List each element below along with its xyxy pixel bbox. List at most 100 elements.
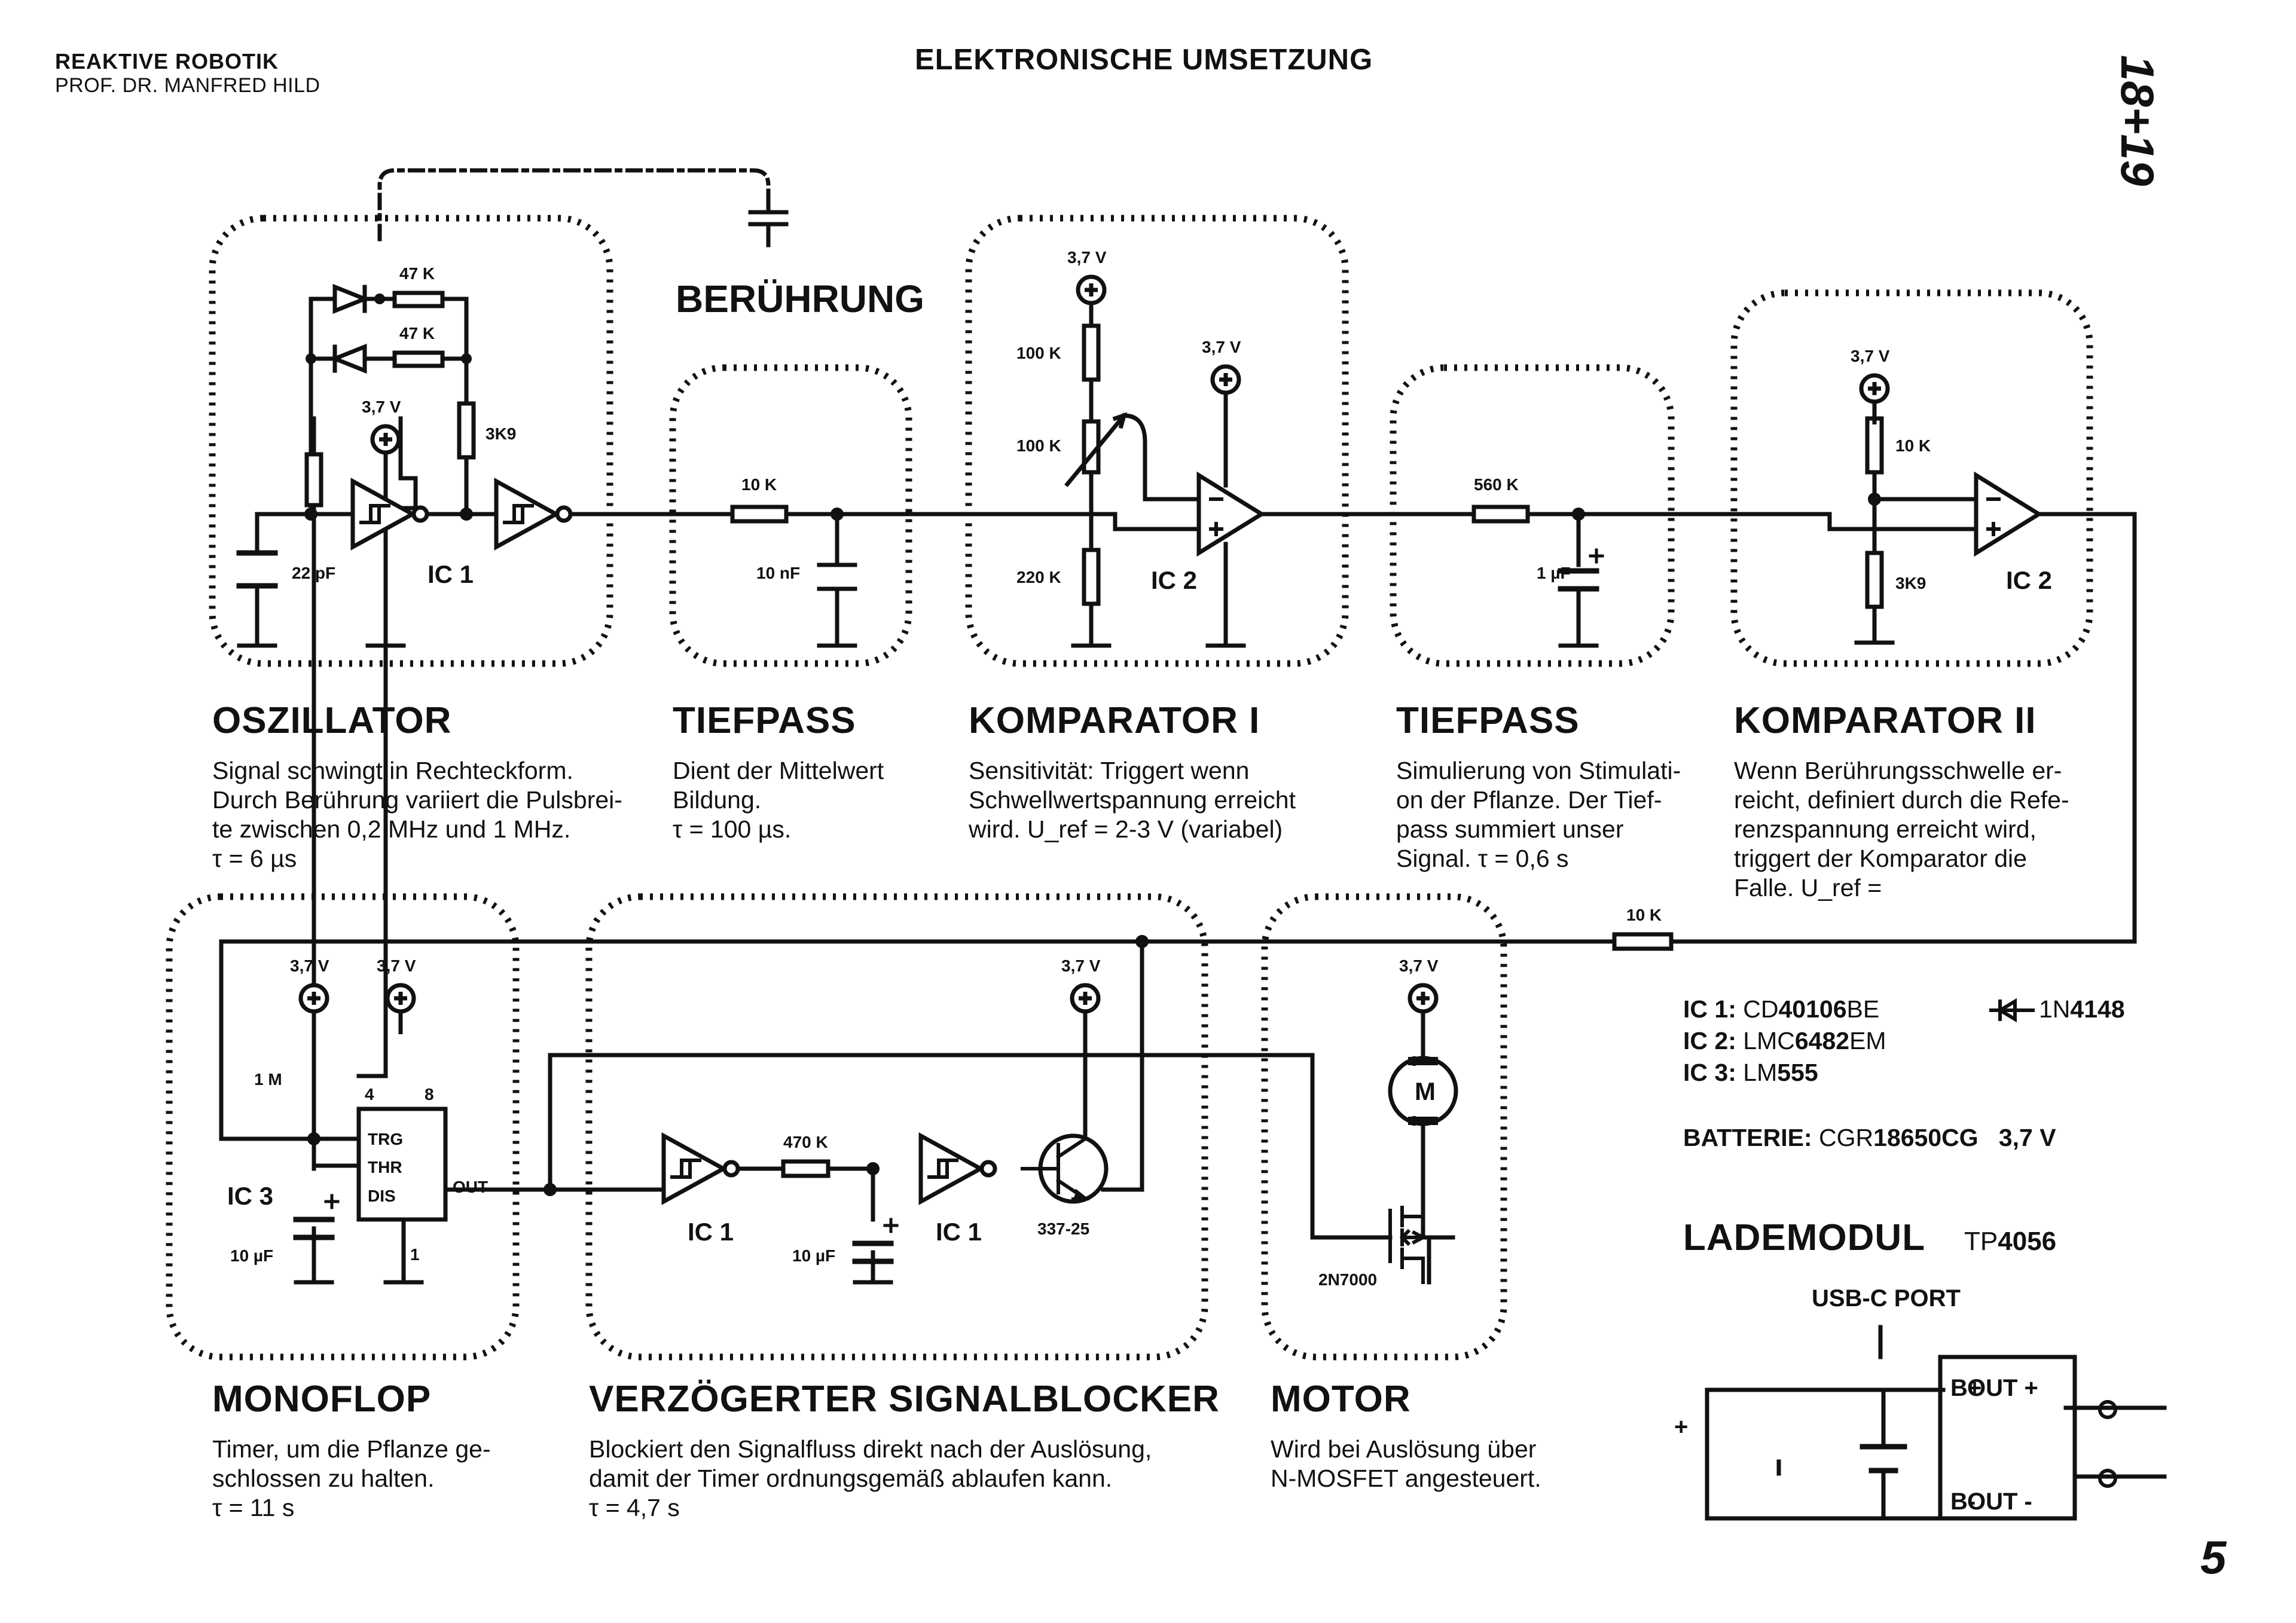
capacitor-1uf <box>1558 568 1599 592</box>
opamp-ic2-a <box>1196 471 1266 557</box>
diode-a <box>332 283 371 314</box>
resistor-47k-a <box>392 291 445 308</box>
desc-oszillator: Signal schwingt in Rechteckform. Durch B… <box>212 757 622 872</box>
diode-b <box>329 343 367 374</box>
label-470k: 470 K <box>783 1133 828 1151</box>
label-v37-motor: 3,7 V <box>1399 956 1439 975</box>
label-v37-osc: 3,7 V <box>362 398 401 416</box>
gate-oszillator-1 <box>350 478 417 551</box>
label-10uf-b: 10 µF <box>792 1246 835 1265</box>
resistor-10k-c <box>1612 932 1674 951</box>
resistor-560k <box>1471 505 1530 524</box>
lade-bplus: B+ <box>1950 1375 1981 1401</box>
title-beruehrung: BERÜHRUNG <box>676 277 924 320</box>
resistor-10k-a <box>730 505 789 524</box>
desc-komparator1: Sensitivität: Triggert wenn Schwellwerts… <box>969 757 1296 843</box>
label-3k9-a: 3K9 <box>486 424 516 443</box>
label-10k-b: 10 K <box>1895 436 1931 455</box>
lademodul-chip: TP4056 <box>1964 1227 2057 1256</box>
gate-blocker-2 <box>918 1132 985 1205</box>
title-oszillator: OSZILLATOR <box>212 700 452 741</box>
label-ic1-sb1: IC 1 <box>688 1218 734 1246</box>
label-1m: 1 M <box>254 1070 282 1089</box>
desc-monoflop: Timer, um die Pflanze ge- schlossen zu h… <box>212 1435 491 1521</box>
label-trg: TRG <box>368 1130 403 1148</box>
label-v37-k1b: 3,7 V <box>1202 338 1241 356</box>
label-3k9-b: 3K9 <box>1895 574 1926 592</box>
label-47k-a: 47 K <box>399 264 435 283</box>
label-thr: THR <box>368 1158 402 1176</box>
label-ic2-k1: IC 2 <box>1151 566 1197 594</box>
lade-plus: + <box>1674 1414 1688 1440</box>
legend-ic3: IC 3: LM555 <box>1683 1059 1818 1086</box>
title-signalblocker: VERZÖGERTER SIGNALBLOCKER <box>589 1379 1220 1420</box>
frame-komparator2 <box>1730 289 2093 667</box>
course-title: REAKTIVE ROBOTIK <box>55 49 279 74</box>
battery <box>1860 1444 1907 1474</box>
legend-battery: BATTERIE: CGR18650CG 3,7 V <box>1683 1124 2056 1151</box>
lade-bminus: B- <box>1950 1488 1976 1515</box>
title-komparator2: KOMPARATOR II <box>1734 700 2037 741</box>
label-out: OUT <box>453 1178 488 1196</box>
title-motor: MOTOR <box>1271 1379 1411 1420</box>
legend-ic1: IC 1: CD40106BE <box>1683 995 1880 1023</box>
label-q2: 2N7000 <box>1318 1270 1377 1289</box>
label-100k-a: 100 K <box>1016 344 1061 362</box>
label-v37-k1a: 3,7 V <box>1067 248 1107 267</box>
resistor-10k-b <box>1865 416 1884 475</box>
label-dis: DIS <box>368 1187 396 1205</box>
label-10k-a: 10 K <box>741 475 777 494</box>
author-name: PROF. DR. MANFRED HILD <box>55 74 320 97</box>
lade-outminus: OUT - <box>1967 1488 2032 1515</box>
label-220k: 220 K <box>1016 568 1061 586</box>
gate-oszillator-2 <box>494 478 561 551</box>
lademodul-title: LADEMODUL <box>1683 1217 1926 1258</box>
label-ic1-sb2: IC 1 <box>936 1218 982 1246</box>
page-title: ELEKTRONISCHE UMSETZUNG <box>915 44 1373 76</box>
resistor-3k9-a <box>457 401 476 460</box>
resistor-3k9-b <box>1865 551 1884 609</box>
resistor-1m <box>304 452 323 508</box>
resistor-100k-a <box>1082 323 1101 382</box>
frame-oszillator <box>209 215 613 667</box>
title-tiefpass1: TIEFPASS <box>673 700 856 741</box>
label-motor-m: M <box>1415 1077 1436 1105</box>
label-1uf: 1 µF <box>1537 564 1571 582</box>
lade-usb-label: USB-C PORT <box>1812 1285 1961 1312</box>
resistor-470k <box>781 1159 831 1178</box>
desc-komparator2: Wenn Berührungsschwelle er- reicht, defi… <box>1734 757 2069 901</box>
lade-outplus: OUT + <box>1967 1375 2038 1401</box>
block-frames <box>166 215 2093 1361</box>
frame-signalblocker <box>585 893 1208 1361</box>
title-tiefpass2: TIEFPASS <box>1396 700 1580 741</box>
title-monoflop: MONOFLOP <box>212 1379 432 1420</box>
legend-diode: 1N4148 <box>2039 995 2125 1023</box>
title-komparator1: KOMPARATOR I <box>969 700 1260 741</box>
label-pin4: 4 <box>365 1085 374 1104</box>
capacitor-22pf <box>236 550 278 589</box>
desc-tiefpass1: Dient der Mittelwert Bildung. τ = 100 µs… <box>673 757 884 843</box>
label-560k: 560 K <box>1474 475 1519 494</box>
label-10nf: 10 nF <box>756 564 800 582</box>
legend-ic2: IC 2: LMC6482EM <box>1683 1027 1886 1055</box>
frame-komparator1 <box>965 215 1349 667</box>
label-ic2-k2: IC 2 <box>2006 566 2052 594</box>
frame-motor <box>1261 893 1507 1361</box>
desc-motor: Wird bei Auslösung über N-MOSFET angeste… <box>1271 1435 1541 1492</box>
opamp-ic2-b <box>1974 471 2043 557</box>
desc-tiefpass2: Simulierung von Stimulati- on der Pflanz… <box>1396 757 1681 872</box>
label-ic1-osc: IC 1 <box>428 560 474 588</box>
capacitor-10uf-b <box>852 1240 894 1264</box>
desc-signalblocker: Blockiert den Signalfluss direkt nach de… <box>589 1435 1152 1521</box>
label-q1: 337-25 <box>1037 1219 1089 1238</box>
label-47k-b: 47 K <box>399 324 435 343</box>
label-pin1: 1 <box>410 1245 420 1264</box>
label-100k-b: 100 K <box>1016 436 1061 455</box>
page-number: 5 <box>2200 1531 2227 1584</box>
resistor-220k <box>1082 548 1101 606</box>
label-22pf: 22 pF <box>292 564 335 582</box>
label-ic3: IC 3 <box>227 1182 273 1210</box>
capacitor-10uf-a <box>293 1217 335 1240</box>
timer-ic3 <box>356 1107 448 1222</box>
